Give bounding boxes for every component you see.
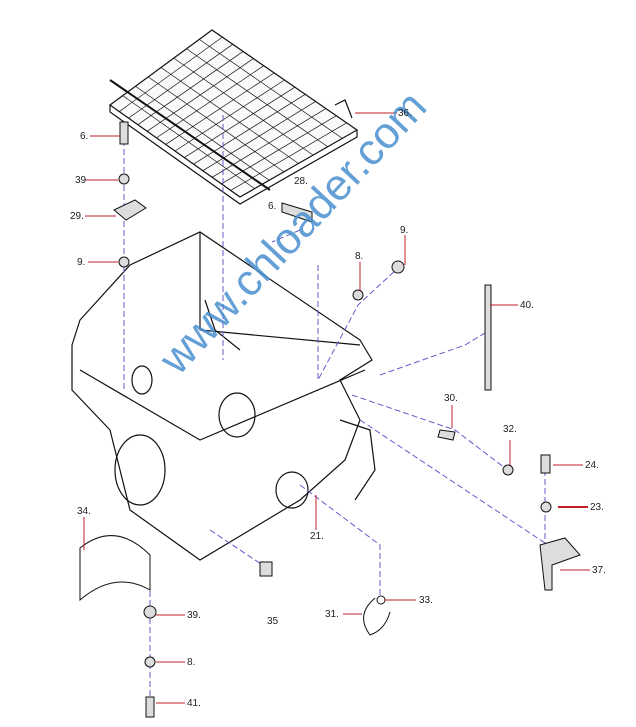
- callout-29: 29.: [70, 211, 84, 222]
- grate-bar: [186, 48, 328, 148]
- washer-39: [118, 173, 130, 185]
- bolt-24: [540, 454, 551, 474]
- callout-36: 36.: [398, 108, 412, 119]
- bolt-41: [145, 696, 155, 718]
- bracket-37: [539, 537, 581, 591]
- grate-bar: [135, 85, 270, 181]
- grate-bar: [199, 39, 343, 139]
- callout-40: 40.: [520, 300, 534, 311]
- housing: [71, 231, 376, 561]
- grate: [108, 29, 359, 205]
- ring-33: [376, 595, 386, 605]
- rod-40: [484, 284, 492, 391]
- callout-6b: 6.: [268, 201, 277, 212]
- grate-bar: [173, 57, 314, 156]
- grate-bar: [148, 76, 285, 173]
- pin-30: [437, 429, 456, 441]
- callout-24: 24.: [585, 460, 599, 471]
- washer-8: [352, 289, 364, 301]
- nut-9b: [391, 260, 405, 274]
- callout-32: 32.: [503, 424, 517, 435]
- callout-8: 8.: [355, 251, 364, 262]
- callout-34: 34.: [77, 506, 91, 517]
- callout-8b: 8.: [187, 657, 196, 668]
- callout-41: 41.: [187, 698, 201, 709]
- bolt-6: [119, 121, 129, 145]
- snap-ring-31: [363, 597, 391, 636]
- callout-39: 39: [75, 175, 87, 186]
- washer-39b: [143, 605, 157, 619]
- cover-34: [79, 535, 151, 602]
- fasteners: [79, 121, 581, 718]
- grate-bar: [160, 67, 299, 164]
- grate-bar: [122, 95, 255, 189]
- washer-23: [540, 501, 552, 513]
- nut-9: [118, 256, 130, 268]
- callout-30: 30.: [444, 393, 458, 404]
- callout-33: 33.: [419, 595, 433, 606]
- block-29: [113, 199, 147, 221]
- cap-32: [502, 464, 514, 476]
- callout-23: 23.: [590, 502, 604, 513]
- leader-lines: [83, 112, 590, 704]
- callout-35: 35: [267, 616, 279, 627]
- bracket-6: [281, 202, 313, 223]
- callout-37: 37.: [592, 565, 606, 576]
- washer-8b: [144, 656, 156, 668]
- pin-35: [259, 561, 273, 577]
- callout-21: 21.: [310, 531, 324, 542]
- callout-31: 31.: [325, 609, 339, 620]
- callout-6: 6.: [80, 131, 89, 142]
- callout-28: 28.: [294, 176, 308, 187]
- callout-39b: 39.: [187, 610, 201, 621]
- callout-9b: 9.: [400, 225, 409, 236]
- callout-9: 9.: [77, 257, 86, 268]
